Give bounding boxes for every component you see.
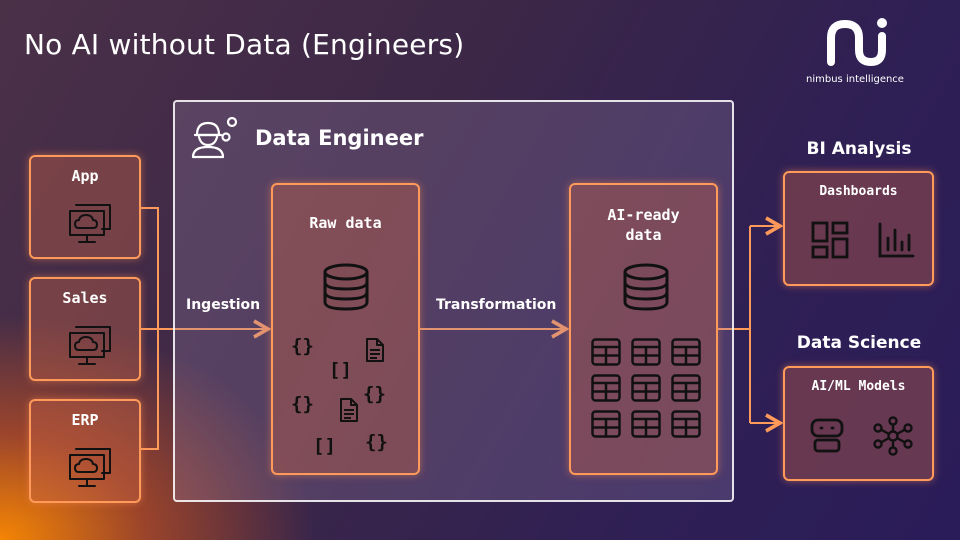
document-icon	[366, 338, 384, 362]
logo-text: nimbus intelligence	[806, 74, 904, 85]
database-icon	[623, 263, 669, 311]
nimbus-logo-mark	[827, 18, 887, 67]
source-label: ERP	[71, 411, 99, 429]
ai-ready-data-box: AI-ready data	[569, 183, 718, 475]
array-glyph: []	[313, 435, 336, 457]
cloud-computer-icon	[69, 326, 111, 365]
data-science-heading: Data Science	[796, 333, 922, 353]
raw-data-title: Raw data	[309, 214, 382, 232]
ingestion-label: Ingestion	[186, 297, 261, 313]
bar-chart-icon	[878, 222, 915, 258]
data-engineer-box	[173, 100, 734, 502]
json-glyph: {}	[363, 383, 386, 405]
page-title: No AI without Data (Engineers)	[24, 28, 465, 61]
source-sales-box: Sales	[29, 277, 141, 381]
source-label: Sales	[62, 289, 108, 307]
ai-ml-models-label: AI/ML Models	[811, 379, 906, 394]
table-grid-icons	[591, 338, 701, 438]
ai-ready-title-line2: data	[625, 226, 662, 244]
transformation-label: Transformation	[436, 297, 557, 313]
document-icon	[340, 398, 358, 422]
ai-ready-title: AI-ready data	[571, 205, 716, 245]
dashboard-icon	[811, 221, 849, 259]
json-glyph: {}	[291, 393, 314, 415]
json-glyph: {}	[291, 335, 314, 357]
data-engineer-title: Data Engineer	[255, 126, 424, 150]
cloud-computer-icon	[69, 204, 111, 243]
source-app-box: App	[29, 155, 141, 259]
database-icon	[323, 263, 369, 311]
dashboards-box: Dashboards	[783, 171, 934, 286]
nimbus-logo: nimbus intelligence	[800, 16, 910, 90]
cloud-computer-icon	[69, 448, 111, 487]
robot-icon	[810, 418, 844, 453]
engineer-gears-icon	[189, 113, 245, 159]
bi-analysis-heading: BI Analysis	[806, 139, 912, 159]
source-label: App	[71, 167, 99, 185]
array-glyph: []	[329, 359, 352, 381]
ai-ml-models-box: AI/ML Models	[783, 366, 934, 481]
ai-ready-title-line1: AI-ready	[607, 206, 680, 224]
source-erp-box: ERP	[29, 399, 141, 503]
json-glyph: {}	[365, 431, 388, 453]
raw-data-box: Raw data {} [] {} {} [] {}	[271, 183, 420, 475]
dashboards-label: Dashboards	[819, 184, 898, 199]
neural-network-icon	[873, 416, 913, 456]
